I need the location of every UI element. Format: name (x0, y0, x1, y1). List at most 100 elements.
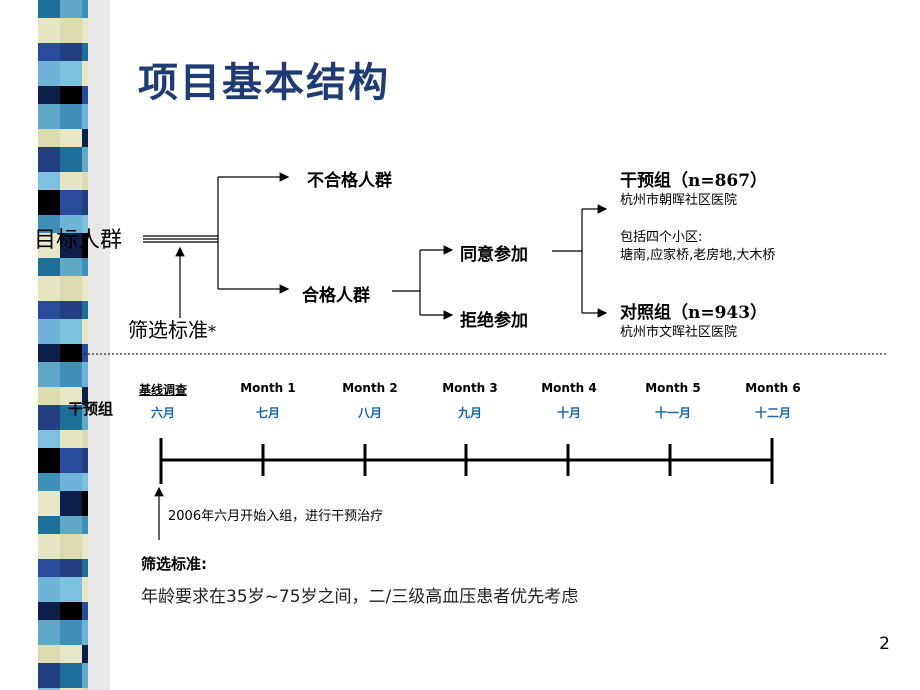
start-note: 2006年六月开始入组，进行干预治疗 (168, 509, 384, 524)
decorative-stripe (82, 688, 88, 690)
decorative-stripe (82, 577, 88, 602)
decorative-stripe (38, 147, 62, 172)
decorative-stripe (38, 215, 62, 233)
decorative-stripe (38, 43, 62, 61)
decorative-stripe (60, 534, 82, 559)
decorative-stripe (60, 362, 82, 387)
control-group: 对照组（n=943） (620, 303, 768, 323)
decorative-stripe (38, 319, 62, 344)
decorative-stripe (60, 233, 82, 258)
decorative-stripe (82, 559, 88, 577)
decorative-stripe (60, 448, 82, 473)
decorative-stripe (38, 129, 62, 147)
timeline-month-cn: 六月 (150, 406, 175, 420)
decorative-stripe (38, 362, 62, 387)
decorative-stripe (82, 362, 88, 387)
decorative-stripe (38, 104, 62, 129)
timeline-group-label: 干预组 (68, 400, 114, 418)
decorative-stripe (38, 86, 62, 104)
decorative-stripe (82, 491, 88, 516)
decorative-stripe (82, 344, 88, 362)
decorative-stripe (38, 559, 62, 577)
decorative-stripe (82, 276, 88, 301)
decorative-stripe (82, 473, 88, 491)
decorative-stripe (38, 663, 62, 688)
control-site: 杭州市文晖社区医院 (620, 325, 738, 340)
timeline-point-label: Month 4 (541, 381, 597, 395)
decorative-stripe (82, 602, 88, 620)
decorative-stripe (38, 448, 62, 473)
decorative-stripe (60, 663, 82, 688)
decorative-stripe (82, 61, 88, 86)
timeline-point-label: Month 6 (745, 381, 801, 395)
decorative-stripe (82, 43, 88, 61)
communities-title: 包括四个小区: (620, 230, 703, 245)
decorative-stripe (60, 190, 82, 215)
decorative-stripe (82, 620, 88, 645)
decorative-stripe (60, 86, 82, 104)
decorative-stripe (38, 344, 62, 362)
decorative-stripe (82, 387, 88, 405)
decorative-stripe (82, 301, 88, 319)
decorative-stripe (38, 534, 62, 559)
decorative-stripe (38, 645, 62, 663)
timeline-point-label: 基线调查 (138, 383, 187, 397)
decorative-stripe (82, 104, 88, 129)
decorative-stripe (82, 233, 88, 258)
decorative-stripe (60, 491, 82, 516)
decorative-side-stripes (38, 0, 110, 690)
decorative-stripe (60, 577, 82, 602)
target-population: 目标人群 (34, 228, 123, 253)
decorative-stripe (82, 663, 88, 688)
decorative-stripe (82, 645, 88, 663)
decorative-stripe (60, 319, 82, 344)
timeline-point-label: Month 1 (240, 381, 296, 395)
timeline-month-cn: 九月 (457, 406, 482, 420)
decorative-stripe (60, 645, 82, 663)
timeline-point-label: Month 2 (342, 381, 398, 395)
decorative-stripe (60, 258, 82, 276)
communities-list: 塘南,应家桥,老房地,大木桥 (620, 248, 776, 263)
decorative-stripe (82, 215, 88, 233)
timeline-month-cn: 八月 (357, 406, 382, 420)
decorative-stripe (38, 430, 62, 448)
decorative-stripe (38, 405, 62, 430)
decorative-stripe (82, 0, 88, 18)
decorative-stripe (60, 620, 82, 645)
decorative-stripe (82, 190, 88, 215)
decorative-stripe (38, 0, 62, 18)
decorative-stripe (38, 172, 62, 190)
decorative-stripe (60, 18, 82, 43)
screening-criteria-label: 筛选标准* (128, 318, 216, 342)
decorative-stripe (60, 129, 82, 147)
decorative-stripe (60, 215, 82, 233)
decorative-stripe (60, 559, 82, 577)
decorative-stripe (60, 301, 82, 319)
decorative-stripe (38, 387, 62, 405)
decorative-stripe (38, 602, 62, 620)
decorative-stripe (82, 319, 88, 344)
decorative-stripe (82, 448, 88, 473)
decorative-stripe (60, 61, 82, 86)
criteria-heading: 筛选标准: (141, 555, 207, 573)
page-number: 2 (879, 634, 890, 654)
page-title: 项目基本结构 (138, 60, 390, 106)
decorative-stripe (38, 473, 62, 491)
decorative-stripe (38, 18, 62, 43)
timeline-month-cn: 十月 (556, 406, 581, 420)
timeline-month-cn: 十二月 (754, 406, 791, 420)
decorative-stripe (82, 18, 88, 43)
decorative-stripe (38, 301, 62, 319)
decorative-stripe (38, 258, 62, 276)
intervention-group: 干预组（n=867） (620, 171, 768, 191)
timeline-month-cn: 七月 (255, 406, 280, 420)
decorative-stripe (60, 43, 82, 61)
decorative-stripe (38, 233, 62, 258)
decorative-stripe (38, 190, 62, 215)
decorative-stripe (38, 688, 62, 690)
intervention-site: 杭州市朝晖社区医院 (620, 193, 738, 208)
decorative-stripe (82, 86, 88, 104)
decorative-stripe (60, 276, 82, 301)
decorative-stripe (82, 172, 88, 190)
